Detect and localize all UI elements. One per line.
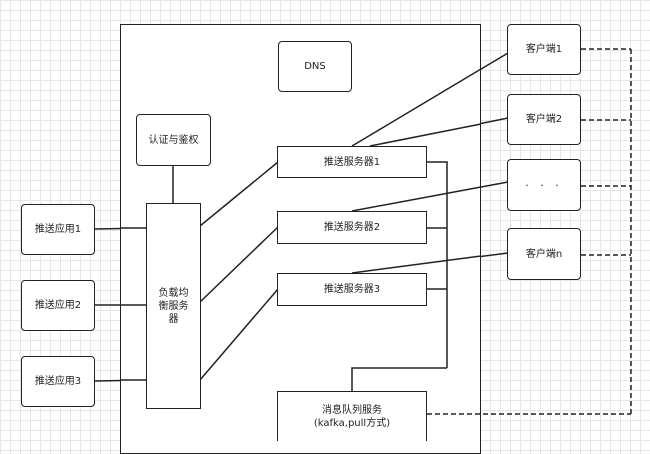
push-server-2-label: 推送服务器2 (323, 222, 381, 233)
push-app-2-node[interactable]: 推送应用2 (21, 280, 95, 331)
push-server-3-label: 推送服务器3 (323, 284, 381, 295)
push-app-3-node[interactable]: 推送应用3 (21, 356, 95, 407)
client-ellipsis-node[interactable]: · · · (507, 159, 581, 211)
dns-node[interactable]: DNS (278, 41, 352, 92)
push-app-1-node[interactable]: 推送应用1 (21, 204, 95, 255)
push-app-1-label: 推送应用1 (34, 224, 82, 235)
push-server-1-node[interactable]: 推送服务器1 (277, 146, 427, 178)
auth-label: 认证与鉴权 (148, 134, 199, 146)
push-app-3-label: 推送应用3 (34, 376, 82, 387)
client-2-label: 客户端2 (525, 114, 563, 125)
client-ellipsis-label: · · · (525, 178, 563, 192)
push-app-2-label: 推送应用2 (34, 300, 82, 311)
client-1-node[interactable]: 客户端1 (507, 24, 581, 75)
push-server-1-label: 推送服务器1 (323, 156, 381, 168)
load-balancer-label: 负载均 衡服务 器 (158, 287, 189, 325)
client-n-label: 客户端n (525, 248, 563, 260)
load-balancer-node[interactable]: 负载均 衡服务 器 (146, 203, 201, 409)
dns-label: DNS (304, 61, 326, 72)
client-n-node[interactable]: 客户端n (507, 228, 581, 280)
push-server-2-node[interactable]: 推送服务器2 (277, 211, 427, 244)
client-2-node[interactable]: 客户端2 (507, 94, 581, 145)
auth-node[interactable]: 认证与鉴权 (136, 114, 211, 166)
client-1-label: 客户端1 (525, 44, 563, 55)
mq-service-node[interactable]: 消息队列服务 (kafka,pull方式) (277, 391, 427, 441)
inner-connection-lines (120, 68, 482, 415)
push-server-3-node[interactable]: 推送服务器3 (277, 273, 427, 306)
mq-service-label: 消息队列服务 (kafka,pull方式) (313, 404, 391, 429)
